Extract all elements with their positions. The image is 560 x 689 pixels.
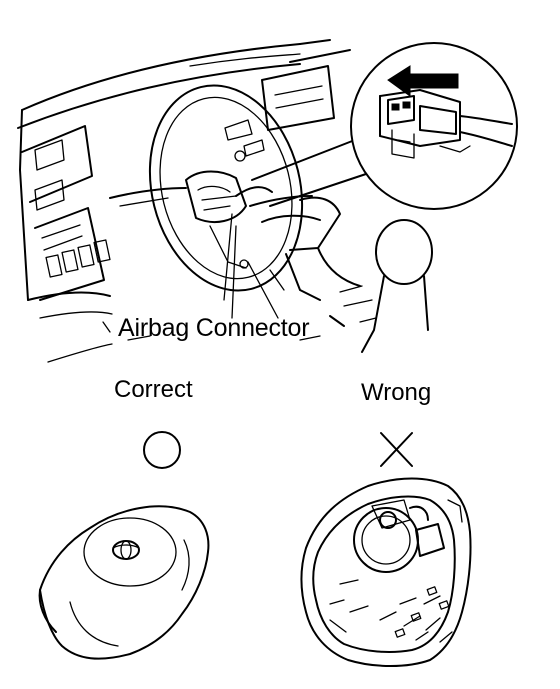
correct-label: Correct (114, 376, 193, 403)
cross-icon (380, 432, 413, 467)
connector-leader-line (231, 225, 237, 319)
airbag-pad-correct (38, 505, 210, 660)
dashboard-illustration (17, 39, 433, 363)
magnified-connector-view (350, 42, 518, 210)
airbag-connector-label: Airbag Connector (118, 314, 310, 342)
wrong-label: Wrong (361, 379, 432, 406)
circle-icon (143, 431, 181, 469)
airbag-pad-wrong (300, 477, 472, 667)
